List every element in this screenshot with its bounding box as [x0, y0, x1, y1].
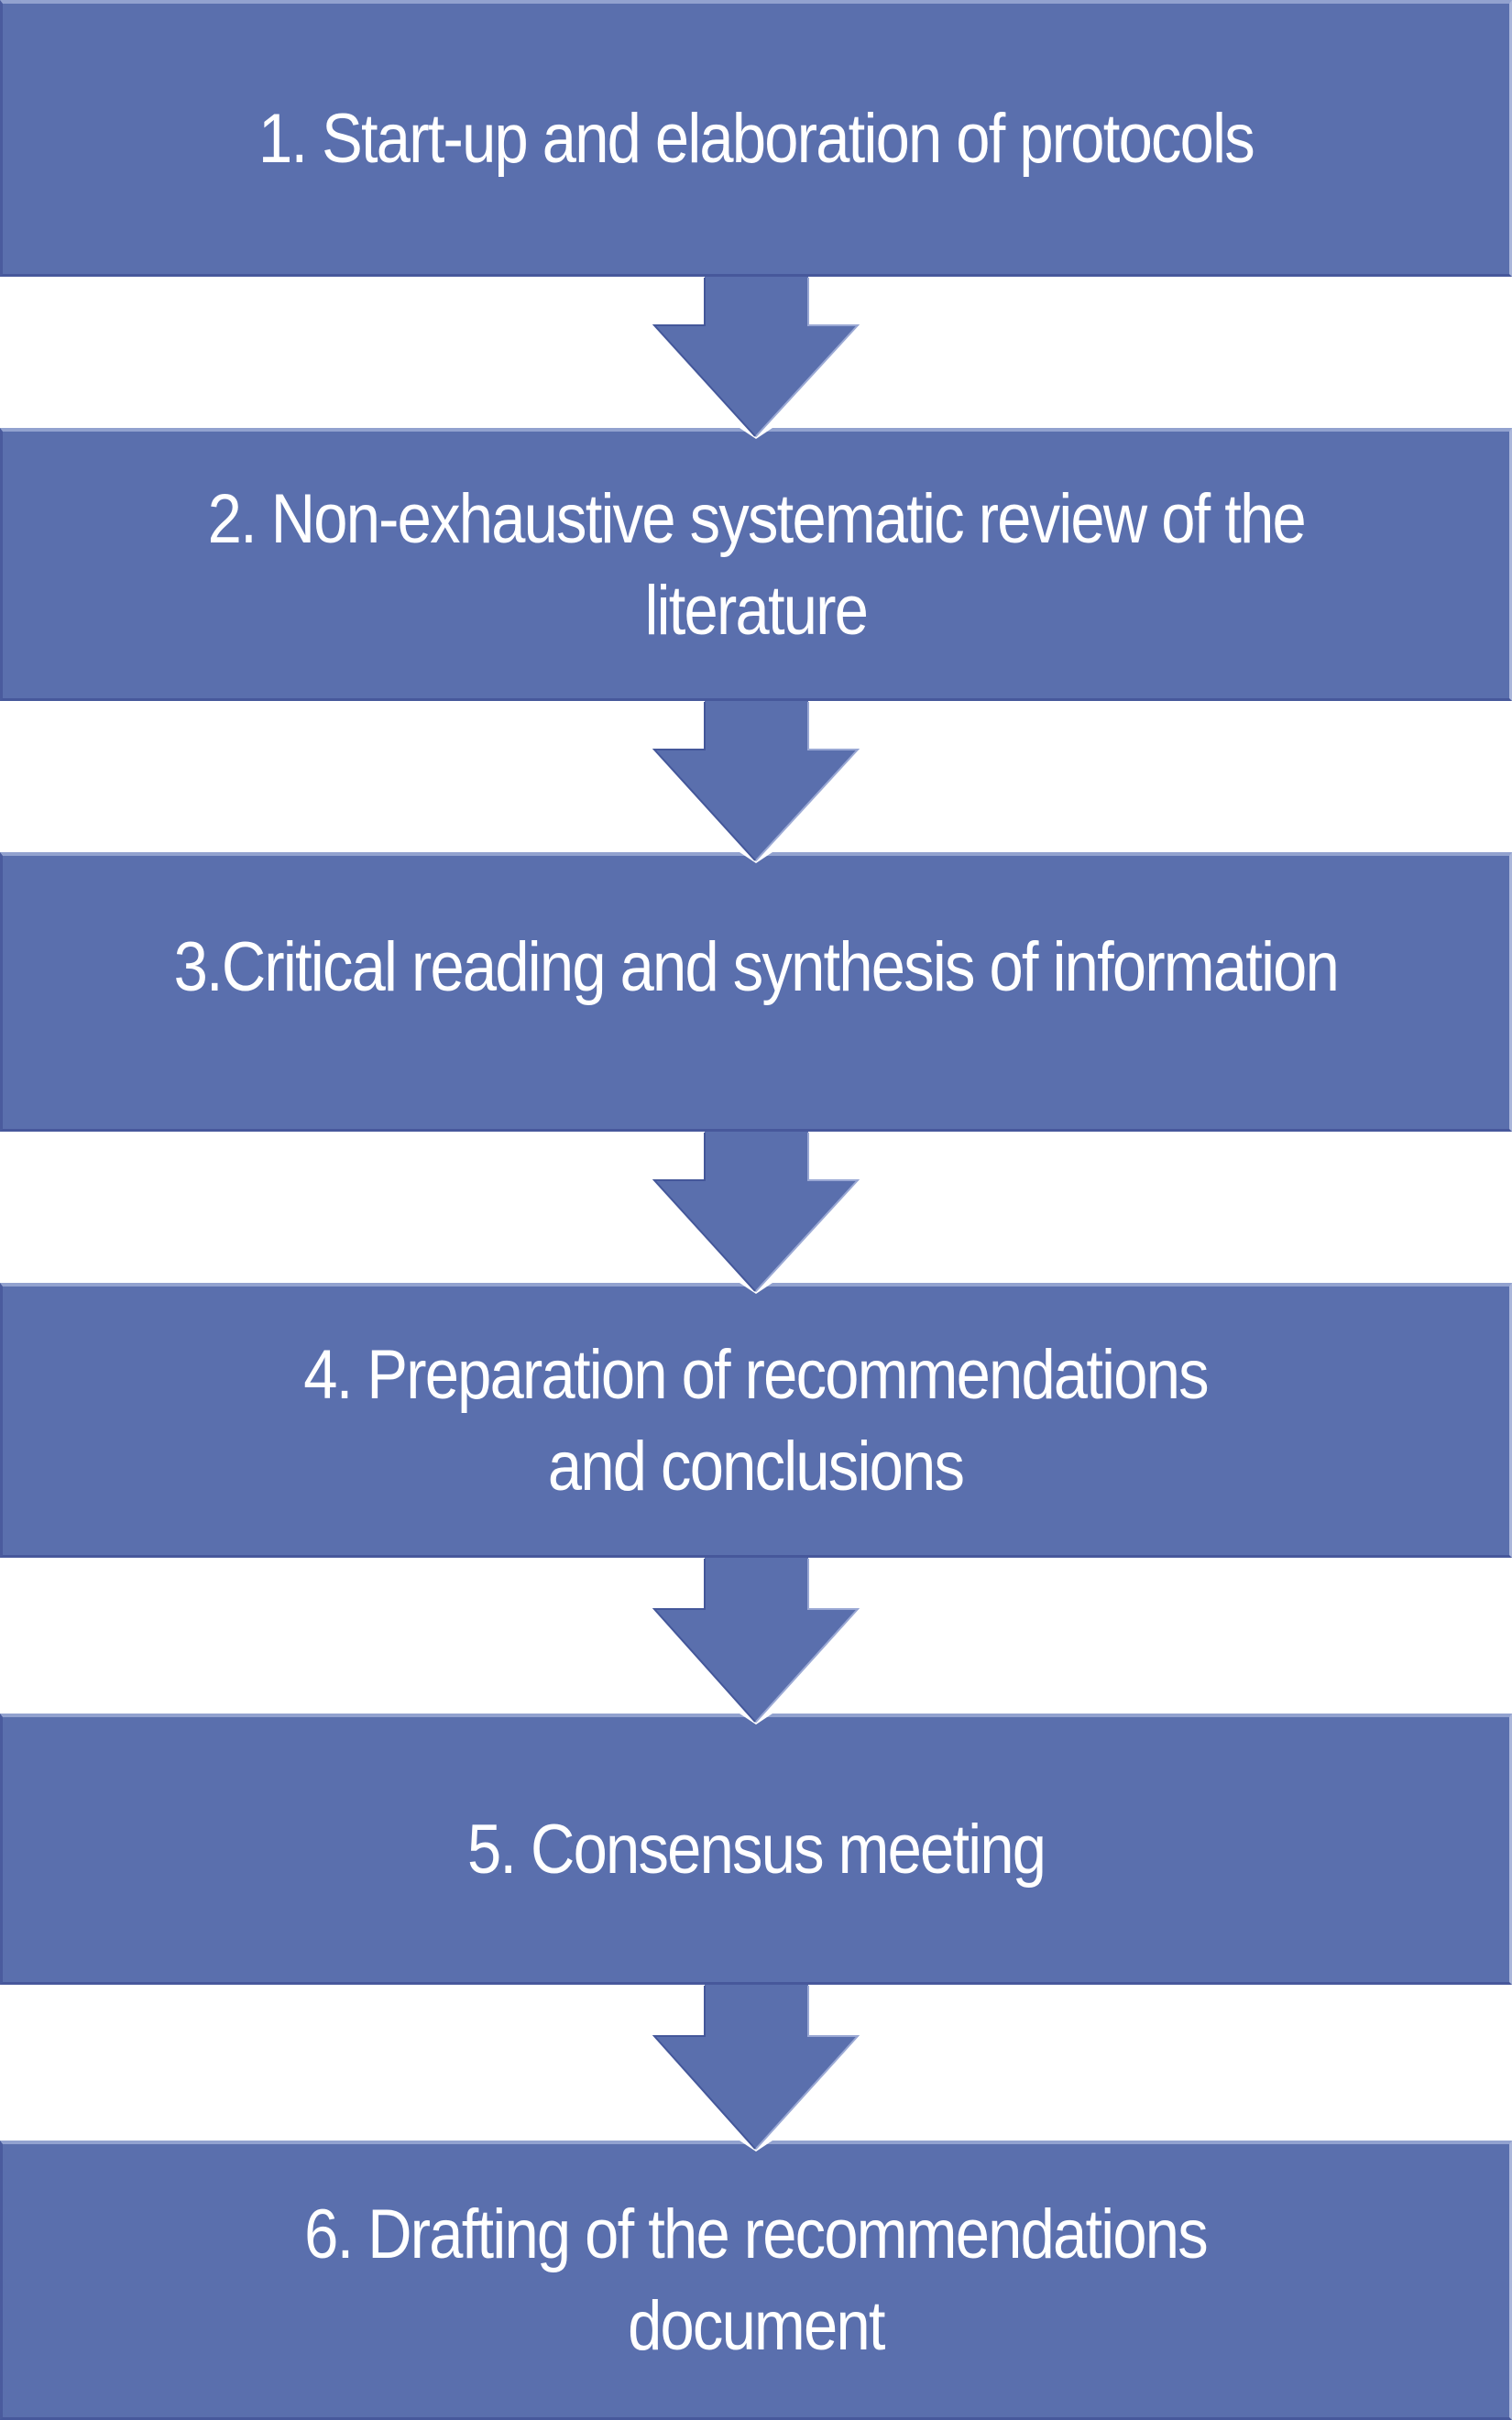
down-arrow-icon: [652, 1985, 860, 2150]
down-arrow-icon: [652, 701, 860, 861]
step-band-5: 5. Consensus meeting: [0, 1714, 1512, 1985]
step-4-label-line-1: 4. Preparation of recommendations: [303, 1335, 1210, 1414]
connector-gap-3: [0, 1132, 1512, 1292]
connector-gap-5: [0, 1985, 1512, 2150]
connector-gap-2: [0, 701, 1512, 861]
step-4-label-line-2: and conclusions: [548, 1427, 965, 1506]
step-6-label-line-2: document: [628, 2287, 885, 2365]
step-6-label-line-1: 6. Drafting of the recommendations: [304, 2196, 1210, 2273]
connector-gap-4: [0, 1558, 1512, 1723]
step-3-label: 3.Critical reading and synthesis of info…: [173, 928, 1340, 1006]
step-2-label-line-2: literature: [644, 571, 869, 650]
down-arrow-icon: [652, 1132, 860, 1292]
down-arrow-icon: [652, 277, 860, 437]
step-band-1: 1. Start-up and elaboration of protocols: [0, 0, 1512, 277]
down-arrow-icon: [652, 1558, 860, 1723]
step-band-3: 3.Critical reading and synthesis of info…: [0, 852, 1512, 1132]
step-5-label: 5. Consensus meeting: [466, 1810, 1046, 1889]
step-2-label-line-1: 2. Non-exhaustive systematic review of t…: [207, 479, 1306, 558]
connector-gap-1: [0, 277, 1512, 437]
step-band-4: 4. Preparation of recommendations and co…: [0, 1283, 1512, 1558]
step-band-6: 6. Drafting of the recommendations docum…: [0, 2141, 1512, 2420]
step-1-label: 1. Start-up and elaboration of protocols: [258, 99, 1255, 178]
step-band-2: 2. Non-exhaustive systematic review of t…: [0, 428, 1512, 701]
